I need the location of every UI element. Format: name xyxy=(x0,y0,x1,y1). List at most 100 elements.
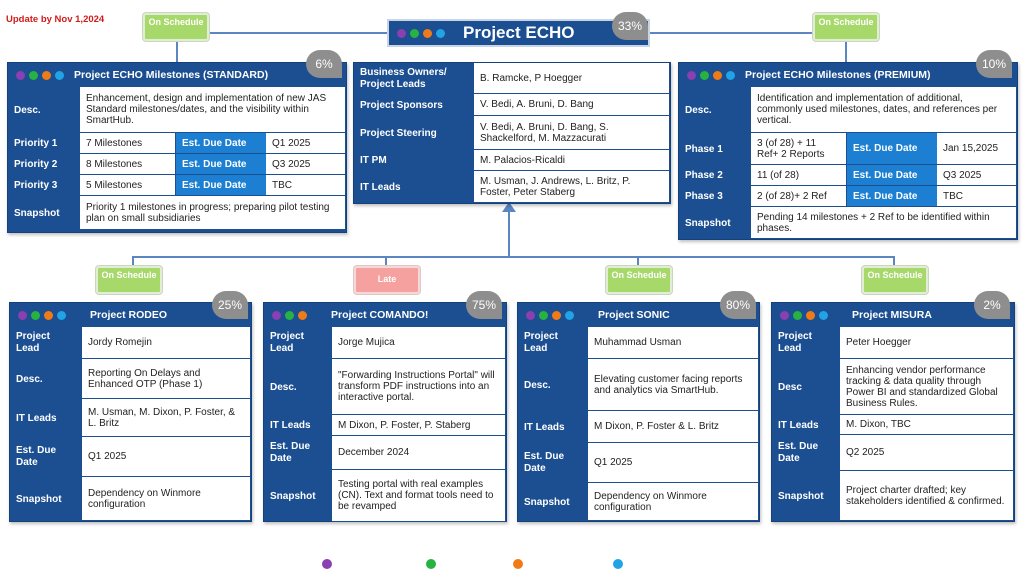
premium-desc-value: Identification and implementation of add… xyxy=(751,87,1017,133)
orange-dot-icon xyxy=(42,70,51,80)
update-note: Update by Nov 1,2024 xyxy=(6,14,105,25)
connector-left-drop xyxy=(176,32,178,62)
project-sonic-panel: Project SONIC Project Lead Muhammad Usma… xyxy=(517,302,760,522)
project-misura-panel: Project MISURA Project Lead Peter Hoegge… xyxy=(771,302,1015,522)
page-title: Project ECHO xyxy=(463,23,575,42)
comando-due-value: December 2024 xyxy=(332,436,506,470)
sonic-due-value: Q1 2025 xyxy=(588,443,759,483)
status-badge-standard: On Schedule xyxy=(143,13,209,41)
center-it-leads-value: M. Usman, J. Andrews, L. Britz, P. Foste… xyxy=(474,171,670,203)
center-it-leads-label: IT Leads xyxy=(360,181,401,193)
priority-1-label: Priority 1 xyxy=(14,138,58,149)
purple-dot-icon xyxy=(272,310,281,320)
green-dot-icon xyxy=(700,70,709,80)
phase-1-value: 3 (of 28) + 11 Ref+ 2 Reports xyxy=(751,133,847,165)
misura-desc-value: Enhancing vendor performance tracking & … xyxy=(840,359,1014,415)
phase-3-due-label: Est. Due Date xyxy=(847,186,937,207)
orange-dot-icon xyxy=(713,70,722,80)
misura-desc-label: Desc xyxy=(778,381,802,393)
standard-desc-value: Enhancement, design and implementation o… xyxy=(80,87,346,133)
rodeo-due-label: Est. Due Date xyxy=(16,445,57,468)
legend-green-dot-icon xyxy=(426,559,436,569)
project-echo-header: Project ECHO xyxy=(387,19,650,47)
comando-snapshot-value: Testing portal with real examples (CN). … xyxy=(332,470,506,522)
premium-panel-title: Project ECHO Milestones (PREMIUM) xyxy=(679,63,1017,87)
comando-title: Project COMANDO! xyxy=(331,309,429,321)
connector-misura xyxy=(893,256,895,268)
orange-dot-icon xyxy=(298,310,307,320)
standard-desc-label: Desc. xyxy=(14,104,41,116)
orange-dot-icon xyxy=(552,310,561,320)
premium-snapshot-value: Pending 14 milestones + 2 Ref to be iden… xyxy=(751,207,1017,239)
sonic-itleads-label: IT Leads xyxy=(524,421,565,433)
standard-dots xyxy=(16,70,64,80)
comando-snapshot-label: Snapshot xyxy=(270,490,316,502)
sonic-desc-value: Elevating customer facing reports and an… xyxy=(588,359,759,411)
misura-lead-label: Project Lead xyxy=(778,331,812,354)
connector-center-up xyxy=(508,210,510,258)
phase-3-due: TBC xyxy=(937,186,1017,207)
it-pm-label: IT PM xyxy=(360,155,387,166)
purple-dot-icon xyxy=(16,70,25,80)
misura-due-label: Est. Due Date xyxy=(778,441,819,464)
premium-dots xyxy=(687,70,735,80)
blue-dot-icon xyxy=(565,310,574,320)
purple-dot-icon xyxy=(780,310,789,320)
status-badge-premium: On Schedule xyxy=(813,13,879,41)
purple-dot-icon xyxy=(397,28,406,38)
sonic-panel-title: Project SONIC xyxy=(518,303,759,327)
misura-snapshot-value: Project charter drafted; key stakeholder… xyxy=(840,471,1014,521)
project-echo-details-panel: Business Owners/ Project Leads B. Ramcke… xyxy=(353,62,671,204)
green-dot-icon xyxy=(285,310,294,320)
orange-dot-icon xyxy=(44,310,53,320)
rodeo-due-value: Q1 2025 xyxy=(82,437,251,477)
comando-due-label: Est. Due Date xyxy=(270,441,311,464)
status-badge-comando: Late xyxy=(354,266,420,294)
blue-dot-icon xyxy=(726,70,735,80)
comando-desc-value: "Forwarding Instructions Portal" will tr… xyxy=(332,359,506,415)
comando-panel-title: Project COMANDO! xyxy=(264,303,506,327)
blue-dot-icon xyxy=(436,28,445,38)
priority-3-value: 5 Milestones xyxy=(80,175,176,196)
business-owners-value: B. Ramcke, P Hoegger xyxy=(474,63,670,94)
sonic-dots xyxy=(526,310,574,320)
misura-dots xyxy=(780,310,828,320)
rodeo-snapshot-label: Snapshot xyxy=(16,493,62,505)
legend-purple-dot-icon xyxy=(322,559,332,569)
phase-3-value: 2 (of 28)+ 2 Ref xyxy=(751,186,847,207)
priority-2-due: Q3 2025 xyxy=(266,154,346,175)
comando-itleads-label: IT Leads xyxy=(270,420,311,431)
rodeo-title: Project RODEO xyxy=(90,309,168,321)
phase-2-label: Phase 2 xyxy=(685,170,723,181)
project-steering-value: V. Bedi, A. Bruni, D. Bang, S. Shackelfo… xyxy=(474,116,670,150)
standard-title-text: Project ECHO Milestones (STANDARD) xyxy=(74,69,269,81)
standard-percent-badge: 6% xyxy=(306,50,342,78)
sonic-snapshot-value: Dependency on Winmore configuration xyxy=(588,483,759,521)
standard-panel-title: Project ECHO Milestones (STANDARD) xyxy=(8,63,346,87)
status-badge-misura: On Schedule xyxy=(862,266,928,294)
premium-title-text: Project ECHO Milestones (PREMIUM) xyxy=(745,69,931,81)
project-steering-label: Project Steering xyxy=(360,127,437,139)
orange-dot-icon xyxy=(423,28,432,38)
phase-3-label: Phase 3 xyxy=(685,191,723,202)
green-dot-icon xyxy=(29,70,38,80)
rodeo-itleads-label: IT Leads xyxy=(16,412,57,424)
misura-snapshot-label: Snapshot xyxy=(778,490,824,502)
it-pm-value: M. Palacios-Ricaldi xyxy=(474,150,670,171)
priority-3-due-label: Est. Due Date xyxy=(176,175,266,196)
phase-2-due-label: Est. Due Date xyxy=(847,165,937,186)
standard-snapshot-label: Snapshot xyxy=(14,207,60,219)
phase-2-value: 11 (of 28) xyxy=(751,165,847,186)
rodeo-itleads-value: M. Usman, M. Dixon, P. Foster, & L. Brit… xyxy=(82,399,251,437)
sonic-lead-value: Muhammad Usman xyxy=(588,327,759,359)
phase-1-due-label: Est. Due Date xyxy=(847,133,937,165)
green-dot-icon xyxy=(793,310,802,320)
rodeo-desc-label: Desc. xyxy=(16,373,43,385)
phase-1-due: Jan 15,2025 xyxy=(937,133,1017,165)
premium-snapshot-label: Snapshot xyxy=(685,217,731,229)
connector-bottom-horizontal xyxy=(132,256,894,258)
rodeo-snapshot-value: Dependency on Winmore configuration xyxy=(82,477,251,521)
priority-3-due: TBC xyxy=(266,175,346,196)
rodeo-lead-label: Project Lead xyxy=(16,331,50,354)
green-dot-icon xyxy=(31,310,40,320)
